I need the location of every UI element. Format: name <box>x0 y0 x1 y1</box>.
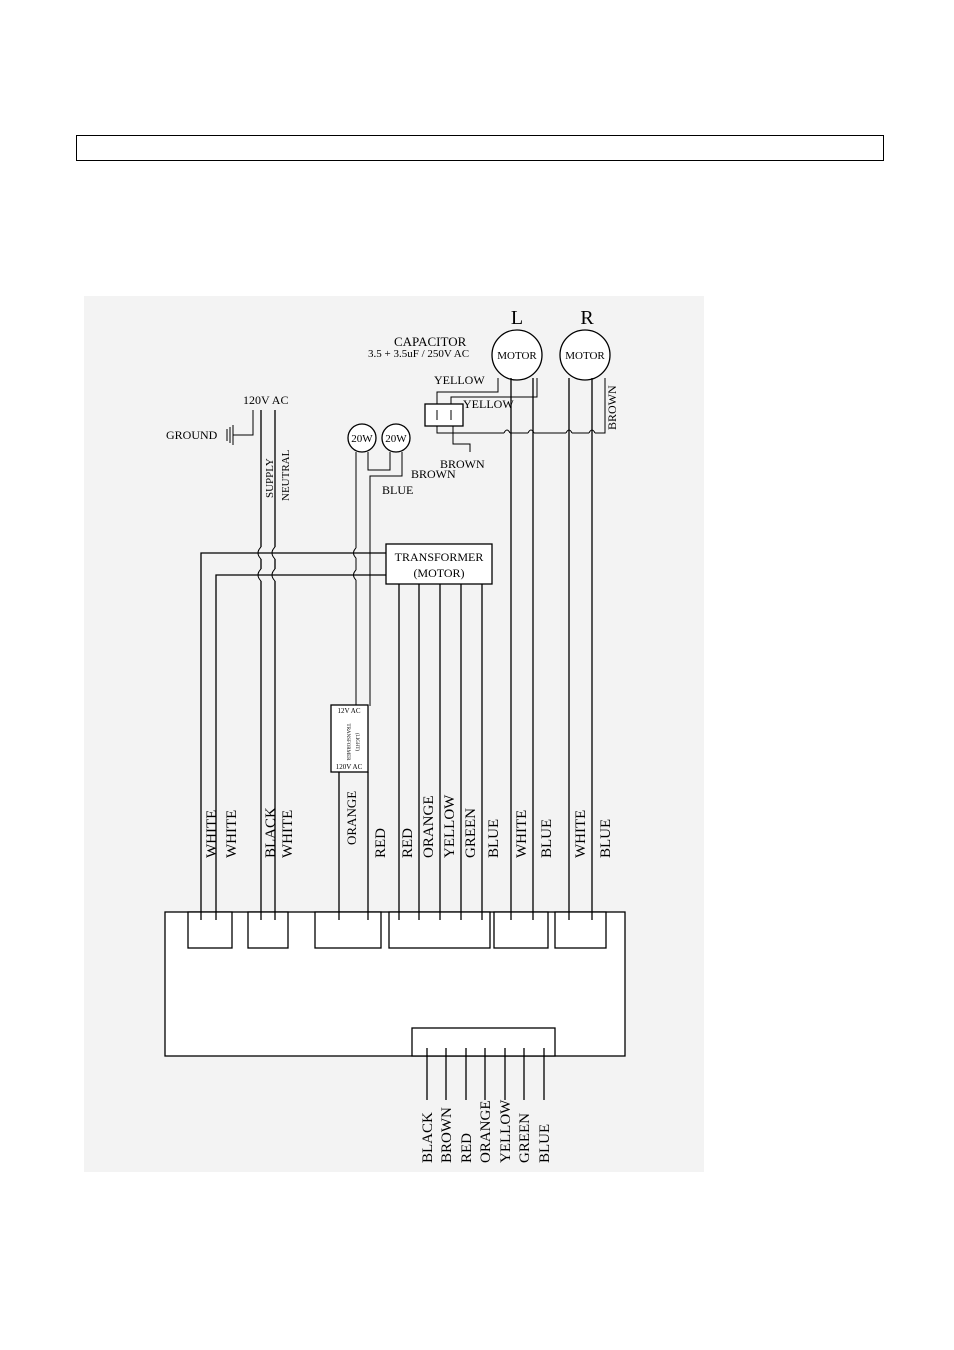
board-connector-1 <box>187 911 233 949</box>
motor-l: MOTOR L <box>491 307 543 381</box>
board-wire-label: WHITE <box>224 810 240 858</box>
ground-label: GROUND <box>166 428 218 442</box>
board-wire-label: ORANGE <box>344 791 359 845</box>
switch-wire-label: RED <box>459 1133 475 1163</box>
lamp-2-label: 20W <box>385 433 407 445</box>
brown-label-1: BROWN <box>440 457 485 471</box>
light-transformer-name: TRANSFORMER <box>345 724 350 762</box>
lamp-1: 20W <box>347 423 377 453</box>
switch-connector <box>411 1027 556 1057</box>
brown-label-motor-r: BROWN <box>605 385 619 430</box>
ground-symbol <box>226 410 254 445</box>
switch-wire-label: BLACK <box>420 1112 436 1163</box>
light-transformer-bottom: 120V AC <box>336 763 363 771</box>
switch-wire-label: YELLOW <box>498 1099 514 1163</box>
supply-label: SUPPLY <box>264 458 276 498</box>
light-transformer-top: 12V AC <box>337 707 360 715</box>
light-transformer-sub: (LIGHT) <box>354 733 359 752</box>
board-connector-5 <box>493 911 549 949</box>
board-wire-label: RED <box>373 828 389 858</box>
motor-r-label: MOTOR <box>565 350 605 362</box>
switch-wire-label: GREEN <box>517 1113 533 1163</box>
motor-transformer-line1: TRANSFORMER <box>395 550 484 564</box>
supply-voltage-label: 120V AC <box>243 393 288 407</box>
switch-wire-label: BROWN <box>439 1107 455 1163</box>
wiring-diagram-svg: MOTOR L MOTOR R CAPACITOR 3.5 + 3.5uF / … <box>164 307 626 1164</box>
board-wire-label: WHITE <box>204 810 220 858</box>
board-wire-label: YELLOW <box>442 794 458 858</box>
board-wire-label: BLACK <box>263 807 279 858</box>
motor-r-letter: R <box>580 307 594 329</box>
lamp-2: 20W <box>381 423 411 453</box>
board-connector-3 <box>314 911 382 949</box>
board-wire-label: BLUE <box>598 819 614 858</box>
light-transformer-box <box>330 704 369 773</box>
board-connector-6 <box>554 911 607 949</box>
motor-transformer-line2: (MOTOR) <box>413 566 464 580</box>
board-wire-label: ORANGE <box>421 796 437 859</box>
board-wire-label: BLUE <box>539 819 555 858</box>
switch-wire-label: ORANGE <box>478 1101 494 1164</box>
board-wire-label: RED <box>400 828 416 858</box>
switch-wire-label: BLUE <box>537 1124 553 1163</box>
header-box <box>76 135 884 161</box>
capacitor-title: CAPACITOR <box>394 334 467 349</box>
capacitor-box <box>424 403 464 427</box>
wiring-diagram: MOTOR L MOTOR R CAPACITOR 3.5 + 3.5uF / … <box>84 296 704 1172</box>
motor-l-letter: L <box>511 307 523 329</box>
board-wire-label: WHITE <box>573 810 589 858</box>
yellow-label-1: YELLOW <box>434 373 485 387</box>
motor-r: MOTOR R <box>559 307 611 381</box>
board-wire-label: WHITE <box>514 810 530 858</box>
board-wire-label: GREEN <box>463 808 479 858</box>
yellow-label-2: YELLOW <box>463 397 514 411</box>
board-wire-label: WHITE <box>280 810 296 858</box>
brown-label-2: BROWN <box>411 467 456 481</box>
motor-l-label: MOTOR <box>497 350 537 362</box>
board-connector-2 <box>247 911 289 949</box>
board-wire-label: BLUE <box>486 819 502 858</box>
blue-lamp-label: BLUE <box>382 483 413 497</box>
motor-transformer-box <box>385 543 493 585</box>
lamp-1-label: 20W <box>351 433 373 445</box>
neutral-label: NEUTRAL <box>280 449 292 501</box>
capacitor-rating: 3.5 + 3.5uF / 250V AC <box>368 348 469 360</box>
